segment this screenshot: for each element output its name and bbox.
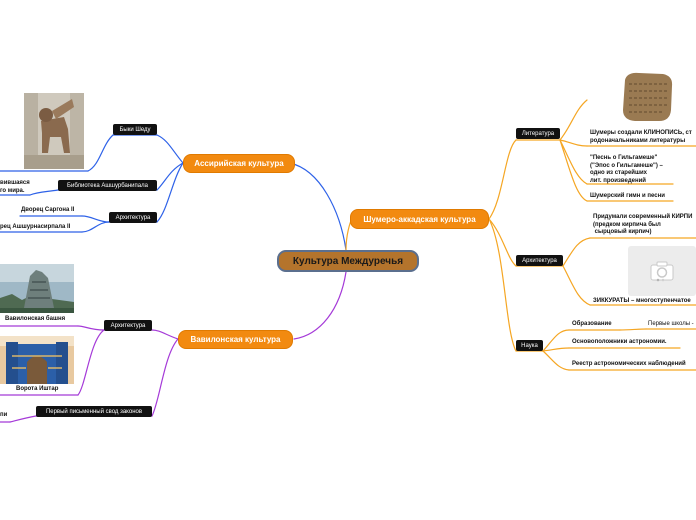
link-sumer-architecture	[488, 218, 517, 267]
leaf-gilgamesh[interactable]: "Песнь о Гильгамеше" ("Эпос о Гильгамеше…	[590, 155, 663, 185]
leaf-astronomy[interactable]: Основоположники астрономии.	[572, 339, 667, 347]
leaf-brick[interactable]: Придумали современный КИРПИ (предком кир…	[593, 214, 692, 237]
subtopic-science[interactable]: Наука	[516, 340, 543, 351]
subtopic-sumerian-architecture-label: Архитектура	[522, 257, 557, 264]
babel-tower-image-icon	[0, 264, 74, 313]
link-arch-sargon	[81, 215, 110, 223]
link-education-schools	[619, 328, 647, 331]
leaf-first-schools[interactable]: Первые школы -	[648, 321, 694, 329]
subtopic-literature[interactable]: Литература	[516, 128, 560, 139]
library-leaf-line2: го мира.	[0, 187, 25, 194]
leaf-brick-label: Придумали современный КИРПИ (предком кир…	[593, 214, 693, 235]
central-topic-label: Культура Междуречья	[292, 255, 404, 267]
clay-tablet-image-icon	[619, 70, 676, 124]
link-assyria-architecture	[156, 162, 184, 223]
leaf-sumerian-hymn-label: Шумерский гимн и песни	[590, 193, 665, 199]
subtopic-babylonian-architecture[interactable]: Архитектура	[104, 320, 152, 331]
ishtar-gate-picture	[0, 336, 74, 384]
topic-babylonian-culture-label: Вавилонская культура	[190, 335, 281, 344]
link-arch-ziggurat	[562, 265, 591, 306]
subtopic-literature-label: Литература	[521, 130, 555, 137]
leaf-astronomy-registry-label: Реестр астрономических наблюдений	[572, 361, 686, 367]
subtopic-science-label: Наука	[521, 342, 538, 349]
leaf-babel-tower-label: Вавилонская башня	[5, 316, 66, 322]
topic-sumerian-akkadian-culture[interactable]: Шумеро-аккадская культура	[350, 209, 489, 229]
leaf-ishtar-gate-label: Ворота Иштар	[16, 386, 59, 392]
link-assyria-shedu	[156, 134, 184, 164]
link-sumer-literature	[488, 139, 517, 220]
link-sci-education	[542, 329, 570, 352]
leaf-sargon-palace-label: Дворец Саргона II	[21, 207, 75, 213]
subtopic-sumerian-architecture[interactable]: Архитектура	[516, 255, 563, 266]
ishtar-gate-image-icon	[0, 336, 74, 384]
clay-tablet-picture	[619, 70, 676, 124]
shedu-image-icon	[24, 93, 84, 169]
link-shedu-picture	[87, 134, 114, 172]
subtopic-law-code-label: Первый письменный свод законов	[45, 408, 143, 415]
link-lit-cuneiform	[559, 139, 588, 147]
leaf-astronomy-registry[interactable]: Реестр астрономических наблюдений	[572, 361, 686, 369]
link-center-assyria	[289, 162, 347, 251]
topic-babylonian-culture[interactable]: Вавилонская культура	[178, 330, 293, 349]
link-law-leaf	[9, 415, 37, 423]
link-lit-hymn	[559, 139, 588, 202]
subtopic-library-label: Библиотека Ашшурбанипала	[67, 182, 148, 189]
leaf-ashurnasirpal-palace-label: рец Ашшурнасирпала II	[0, 224, 71, 230]
subtopic-assyrian-architecture[interactable]: Архитектура	[109, 212, 157, 223]
subtopic-shedu[interactable]: Быки Шеду	[113, 124, 157, 135]
link-center-babylon	[293, 271, 347, 340]
leaf-cuneiform[interactable]: Шумеры создали КЛИНОПИСЬ, ст родоначальн…	[590, 130, 692, 145]
link-sci-registry	[542, 350, 570, 371]
subtopic-babylonian-architecture-label: Архитектура	[110, 322, 146, 329]
link-sumer-science	[488, 218, 517, 352]
library-leaf[interactable]: вившаяся го мира.	[0, 180, 30, 195]
subtopic-assyrian-architecture-label: Архитектура	[115, 214, 151, 221]
subtopic-shedu-label: Быки Шеду	[119, 126, 151, 133]
topic-sumerian-akkadian-culture-label: Шумеро-аккадская культура	[363, 214, 476, 224]
library-leaf-line1: вившаяся	[0, 180, 30, 186]
link-arch-brick	[562, 237, 591, 267]
leaf-ziggurat-label: ЗИККУРАТЫ – многоступенчатое	[593, 298, 691, 304]
leaf-ashurnasirpal-palace[interactable]: рец Ашшурнасирпала II	[0, 224, 70, 232]
link-lit-gilgamesh	[559, 139, 588, 185]
leaf-education-label: Образование	[572, 321, 612, 327]
babel-tower-picture	[0, 264, 74, 313]
leaf-ishtar-gate[interactable]: Ворота Иштар	[16, 386, 58, 394]
leaf-sargon-palace[interactable]: Дворец Саргона II	[21, 207, 74, 215]
leaf-law-code-label: пи	[0, 412, 8, 418]
carousel-dots-icon	[656, 278, 665, 282]
leaf-education[interactable]: Образование	[572, 321, 612, 329]
shedu-picture	[24, 93, 84, 169]
ziggurat-image-placeholder	[628, 246, 696, 296]
leaf-first-schools-label: Первые школы -	[648, 321, 694, 327]
link-arch-tower	[77, 325, 105, 331]
link-babylon-architecture	[151, 329, 179, 340]
leaf-astronomy-label: Основоположники астрономии.	[572, 339, 667, 345]
leaf-ziggurat[interactable]: ЗИККУРАТЫ – многоступенчатое	[593, 298, 691, 306]
subtopic-ashurbanipal-library[interactable]: Библиотека Ашшурбанипала	[58, 180, 157, 191]
leaf-gilgamesh-label: "Песнь о Гильгамеше" ("Эпос о Гильгамеше…	[590, 155, 663, 184]
camera-icon	[650, 261, 674, 281]
link-arch-ashur	[81, 221, 110, 233]
leaf-sumerian-hymn[interactable]: Шумерский гимн и песни	[590, 193, 665, 201]
topic-assyrian-culture-label: Ассирийская культура	[194, 159, 284, 168]
central-topic[interactable]: Культура Междуречья	[277, 250, 419, 272]
subtopic-law-code[interactable]: Первый письменный свод законов	[36, 406, 152, 417]
link-library-leaf	[29, 189, 59, 196]
link-sci-astronomy	[542, 347, 570, 352]
link-lit-picture	[559, 99, 588, 141]
leaf-babel-tower[interactable]: Вавилонская башня	[5, 316, 65, 324]
link-arch-gate	[77, 329, 105, 396]
leaf-cuneiform-label: Шумеры создали КЛИНОПИСЬ, ст родоначальн…	[590, 130, 692, 144]
topic-assyrian-culture[interactable]: Ассирийская культура	[183, 154, 295, 173]
link-assyria-library	[156, 162, 184, 191]
leaf-law-code[interactable]: пи	[0, 412, 7, 420]
link-babylon-law	[151, 338, 179, 417]
